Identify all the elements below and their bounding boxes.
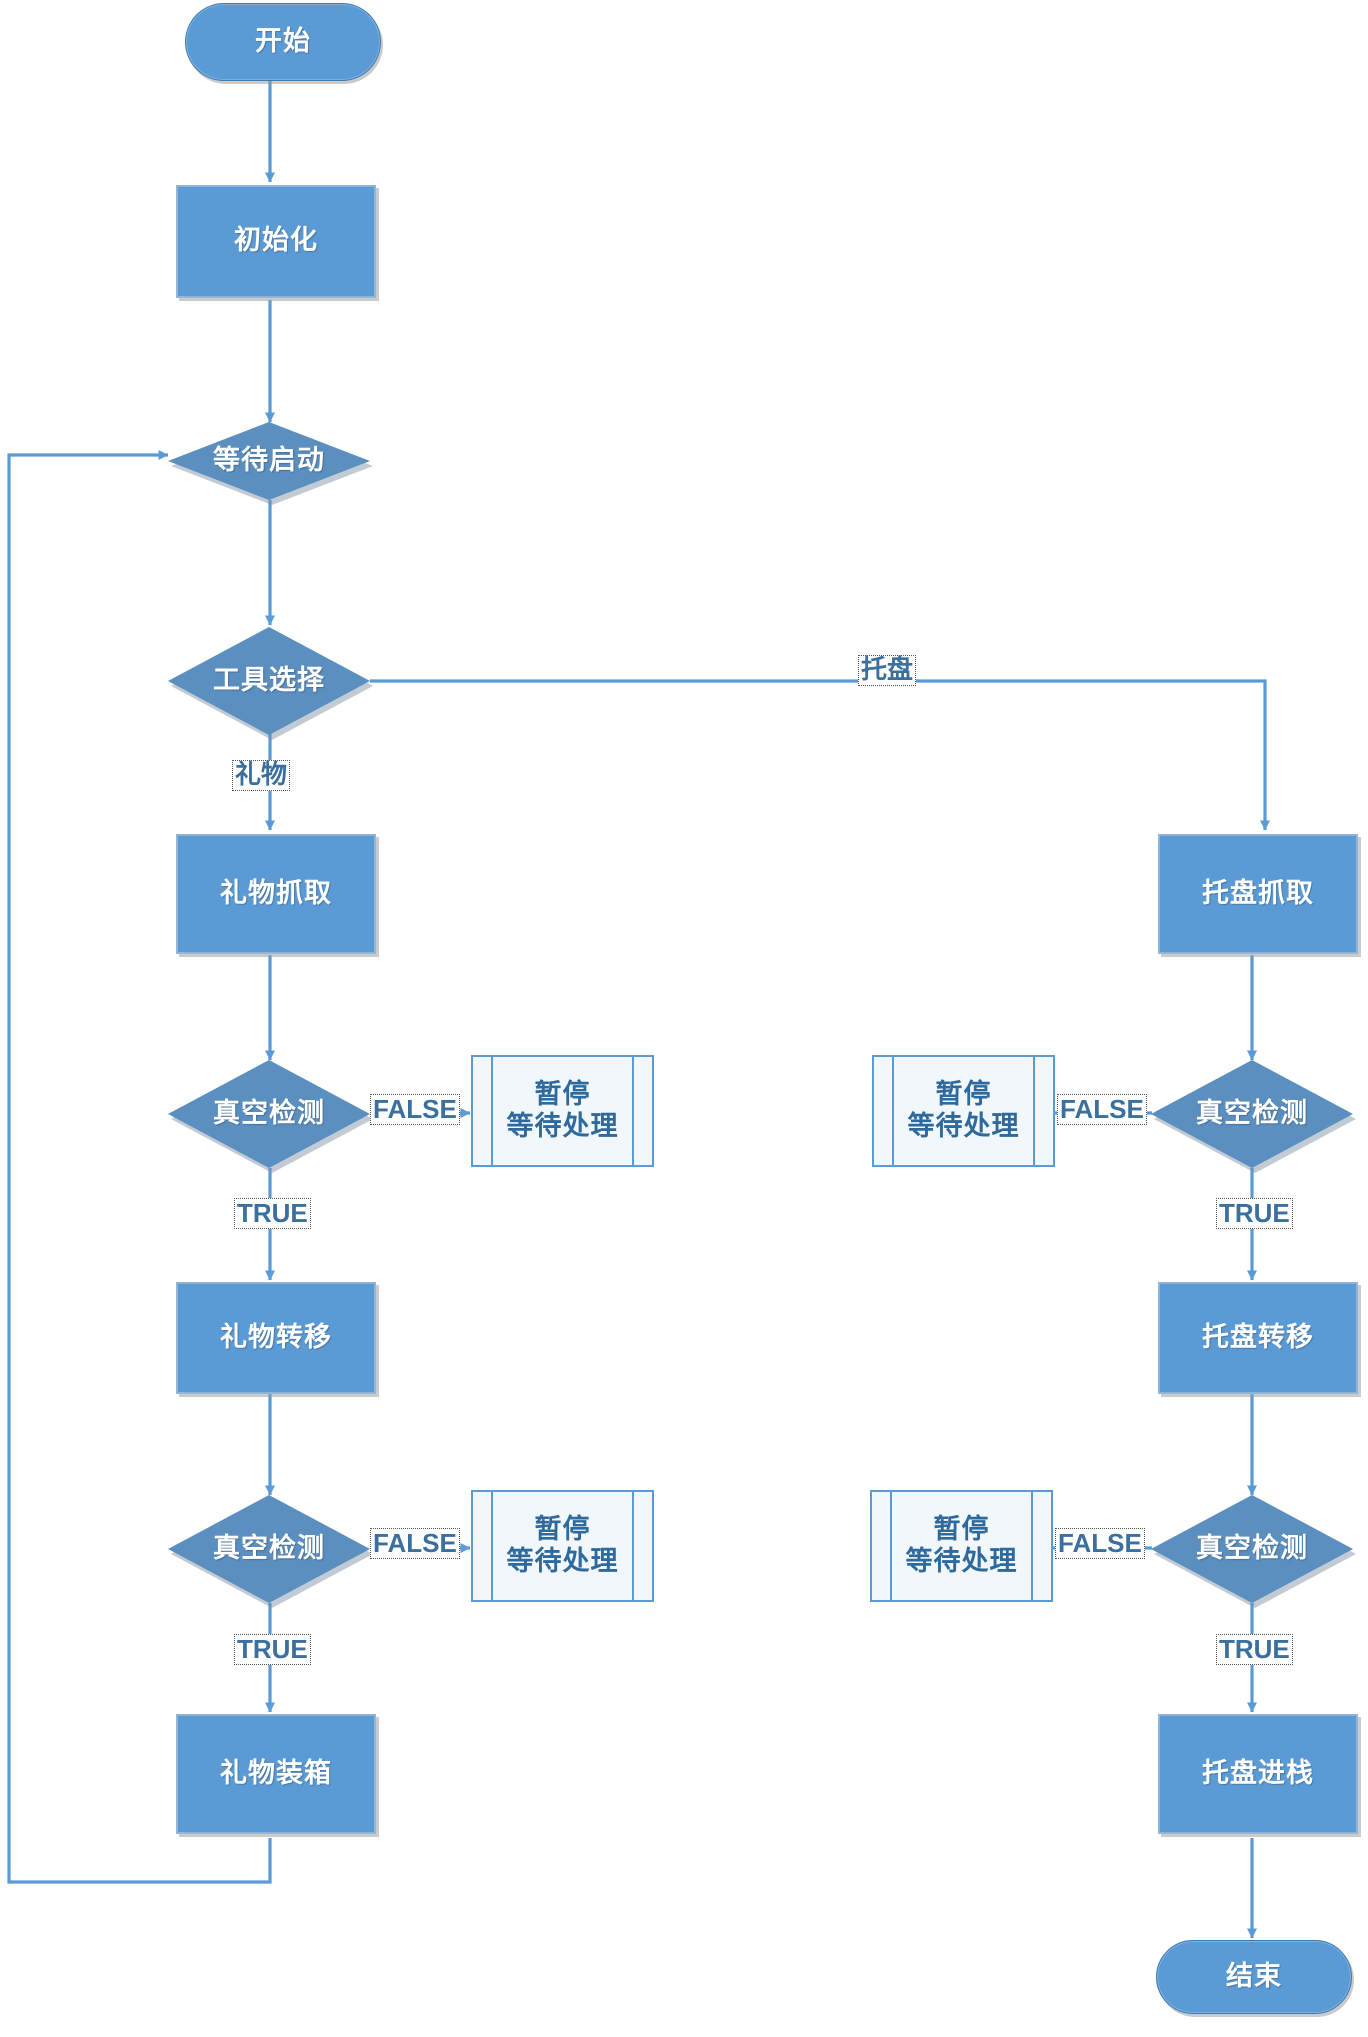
node-start[interactable]: 开始 bbox=[185, 3, 381, 81]
node-gift-vacuum-1-label: 真空检测 bbox=[213, 1097, 325, 1129]
node-tool-select[interactable]: 工具选择 bbox=[168, 627, 373, 740]
edge-label-gift-vac1-false: FALSE bbox=[370, 1094, 460, 1126]
node-init-label: 初始化 bbox=[234, 225, 318, 257]
node-gift-vacuum-2-label: 真空检测 bbox=[213, 1532, 325, 1564]
node-gift-box-label: 礼物装箱 bbox=[220, 1757, 332, 1789]
node-gift-box[interactable]: 礼物装箱 bbox=[176, 1714, 376, 1834]
node-gift-pause-2-label: 暂停 等待处理 bbox=[506, 1513, 619, 1577]
node-tray-pause-2[interactable]: 暂停 等待处理 bbox=[870, 1490, 1053, 1602]
node-init[interactable]: 初始化 bbox=[176, 185, 376, 298]
node-wait-start[interactable]: 等待启动 bbox=[168, 422, 373, 505]
node-tray-stack-label: 托盘进栈 bbox=[1202, 1757, 1314, 1789]
edge-label-tray-branch: 托盘 bbox=[858, 655, 917, 687]
node-tray-move[interactable]: 托盘转移 bbox=[1158, 1282, 1358, 1394]
node-tray-vacuum-1-label: 真空检测 bbox=[1196, 1097, 1308, 1129]
edge-label-gift-vac2-false: FALSE bbox=[370, 1528, 460, 1560]
node-tray-pause-2-label: 暂停 等待处理 bbox=[905, 1513, 1018, 1577]
node-gift-pick[interactable]: 礼物抓取 bbox=[176, 834, 376, 954]
node-end[interactable]: 结束 bbox=[1156, 1940, 1352, 2014]
node-gift-pick-label: 礼物抓取 bbox=[220, 877, 332, 909]
node-tray-pick[interactable]: 托盘抓取 bbox=[1158, 834, 1358, 954]
edge-label-gift-vac1-true: TRUE bbox=[234, 1198, 311, 1230]
node-end-label: 结束 bbox=[1226, 1960, 1282, 1992]
node-gift-pause-1-label: 暂停 等待处理 bbox=[506, 1078, 619, 1142]
node-gift-pause-2[interactable]: 暂停 等待处理 bbox=[471, 1490, 654, 1602]
edge-label-tray-vac1-true: TRUE bbox=[1216, 1198, 1293, 1230]
node-tray-move-label: 托盘转移 bbox=[1202, 1321, 1314, 1353]
edge-label-tray-vac2-false: FALSE bbox=[1055, 1528, 1145, 1560]
edge-toolselect-traypick bbox=[370, 679, 1270, 831]
node-tray-vacuum-2-label: 真空检测 bbox=[1196, 1532, 1308, 1564]
node-tray-stack[interactable]: 托盘进栈 bbox=[1158, 1714, 1358, 1834]
edge-label-tray-vac2-true: TRUE bbox=[1216, 1634, 1293, 1666]
edge-label-gift-branch: 礼物 bbox=[232, 760, 291, 792]
node-start-label: 开始 bbox=[255, 25, 311, 57]
node-wait-start-label: 等待启动 bbox=[213, 444, 325, 476]
node-tray-vacuum-1[interactable]: 真空检测 bbox=[1151, 1060, 1356, 1173]
edge-label-tray-vac1-false: FALSE bbox=[1057, 1094, 1147, 1126]
node-gift-pause-1[interactable]: 暂停 等待处理 bbox=[471, 1055, 654, 1167]
edge-label-gift-vac2-true: TRUE bbox=[234, 1634, 311, 1666]
node-gift-move[interactable]: 礼物转移 bbox=[176, 1282, 376, 1394]
node-gift-vacuum-2[interactable]: 真空检测 bbox=[168, 1495, 373, 1608]
node-gift-vacuum-1[interactable]: 真空检测 bbox=[168, 1060, 373, 1173]
node-tray-pick-label: 托盘抓取 bbox=[1202, 877, 1314, 909]
node-gift-move-label: 礼物转移 bbox=[220, 1321, 332, 1353]
node-tray-pause-1[interactable]: 暂停 等待处理 bbox=[872, 1055, 1055, 1167]
node-tray-pause-1-label: 暂停 等待处理 bbox=[907, 1078, 1020, 1142]
node-tool-select-label: 工具选择 bbox=[213, 664, 325, 696]
node-tray-vacuum-2[interactable]: 真空检测 bbox=[1151, 1495, 1356, 1608]
